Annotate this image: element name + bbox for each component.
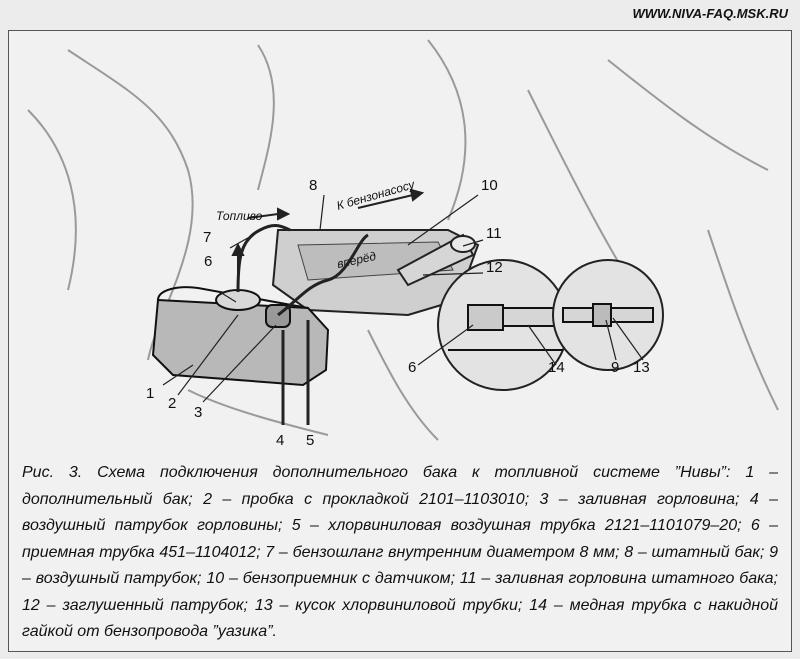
figure-frame bbox=[8, 30, 792, 652]
callout-9: 9 bbox=[611, 359, 619, 376]
flow-arrows bbox=[231, 188, 425, 275]
callout-11: 11 bbox=[486, 225, 502, 242]
callout-6-detail: 6 bbox=[408, 359, 416, 376]
callout-3: 3 bbox=[194, 404, 202, 421]
leader-lines bbox=[162, 194, 644, 403]
figure-caption: Рис. 3. Схема подключения дополнительног… bbox=[22, 464, 778, 640]
callout-8: 8 bbox=[309, 177, 317, 194]
callout-4: 4 bbox=[276, 432, 284, 449]
site-watermark: WWW.NIVA-FAQ.MSK.RU bbox=[632, 6, 789, 21]
callout-2: 2 bbox=[168, 395, 176, 412]
standard-filler-neck bbox=[396, 233, 476, 287]
callout-7: 7 bbox=[203, 229, 211, 246]
callout-numbers: 1 2 3 4 5 6 7 8 10 11 12 6 14 9 13 bbox=[146, 177, 650, 449]
fuel-flow-label: Топливо bbox=[216, 209, 263, 223]
callout-12: 12 bbox=[486, 259, 503, 276]
callout-14: 14 bbox=[548, 359, 565, 376]
to-pump-label: К бензонасосу bbox=[335, 177, 417, 213]
fuel-hoses bbox=[236, 224, 369, 425]
callout-6: 6 bbox=[204, 253, 212, 270]
callout-10: 10 bbox=[481, 177, 498, 194]
callout-1: 1 bbox=[146, 385, 154, 402]
detail-view-b bbox=[552, 259, 664, 371]
fuel-system-illustration: вперёд Топливо bbox=[27, 39, 779, 449]
callout-13: 13 bbox=[633, 359, 650, 376]
callout-5: 5 bbox=[306, 432, 314, 449]
